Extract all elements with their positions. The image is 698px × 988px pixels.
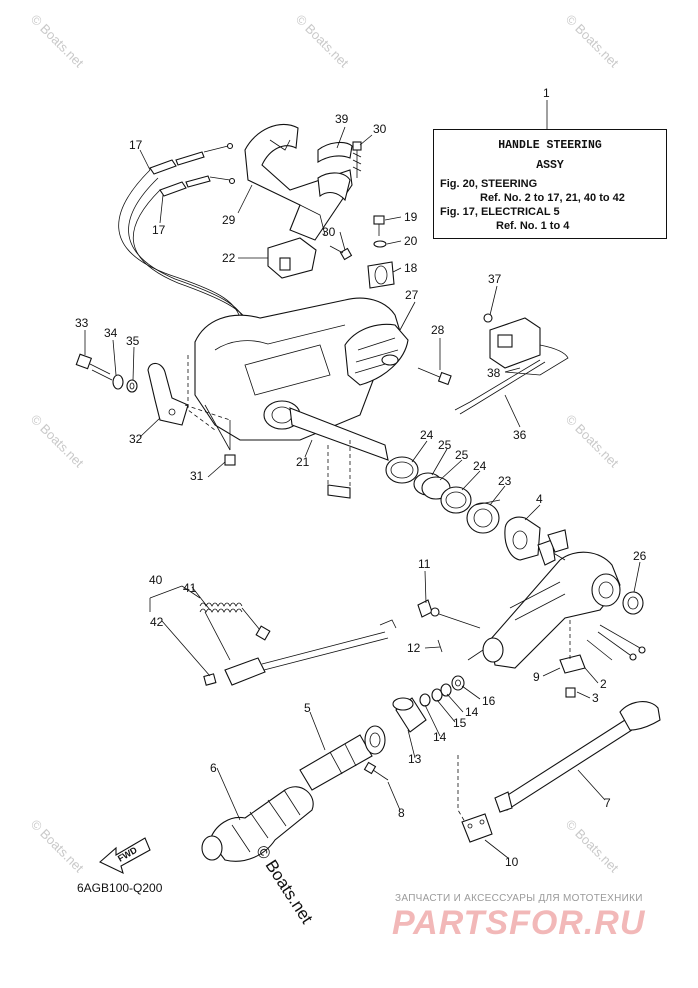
part-42-clip: [203, 673, 217, 686]
callout-33: 33: [75, 316, 89, 330]
callout-8: 8: [398, 806, 405, 820]
part-33-34-35: [75, 353, 138, 393]
watermark-text: © Boats.net: [563, 817, 622, 876]
callout-31: 31: [190, 469, 204, 483]
callout-28: 28: [431, 323, 445, 337]
watermark-text: © Boats.net: [28, 12, 87, 71]
watermark-text: © Boats.net: [28, 817, 87, 876]
info-title: HANDLE STEERING: [498, 139, 602, 152]
callout-29: 29: [222, 213, 236, 227]
reference-info-box: HANDLE STEERING ASSY Fig. 20, STEERING R…: [433, 129, 667, 239]
part-40-bracket-lines: [149, 585, 201, 612]
part-7-rod: [494, 701, 661, 813]
callout-2: 2: [600, 677, 607, 691]
callout-19: 19: [404, 210, 418, 224]
callout-16: 16: [482, 694, 496, 708]
callout-36: 36: [513, 428, 527, 442]
callout-20: 20: [404, 234, 418, 248]
info-line-1: Fig. 20, STEERING: [440, 178, 538, 190]
fwd-arrow-icon: FWD: [99, 837, 151, 875]
callout-24: 24: [473, 459, 487, 473]
diagram-code: 6AGB100-Q200: [77, 881, 163, 895]
callout-15: 15: [453, 716, 467, 730]
callout-10: 10: [505, 855, 519, 869]
part-29-bracket: [244, 123, 353, 241]
callout-25: 25: [438, 438, 452, 452]
part-17-cables: [118, 142, 251, 327]
callout-24: 24: [420, 428, 434, 442]
callout-4: 4: [536, 492, 543, 506]
callout-42: 42: [150, 615, 164, 629]
callout-30: 30: [322, 225, 336, 239]
callout-34: 34: [104, 326, 118, 340]
info-subtitle: ASSY: [536, 159, 564, 172]
callout-numbers: 1 17 17 29 39 30 22 30 19 20 18 27 28 37…: [75, 86, 647, 869]
part-31-bolt: [224, 420, 236, 466]
part-41-lanyard: [199, 602, 271, 661]
part-24-25-rings: [385, 456, 472, 514]
part-13-16-washers: [392, 675, 465, 733]
callout-32: 32: [129, 432, 143, 446]
part-22-clamp: [267, 237, 317, 279]
watermark-text: © Boats.net: [563, 12, 622, 71]
callout-6: 6: [210, 761, 217, 775]
callout-7: 7: [604, 796, 611, 810]
callout-39: 39: [335, 112, 349, 126]
callout-41: 41: [183, 581, 197, 595]
part-26-bushing: [622, 591, 644, 615]
info-line-3: Fig. 17, ELECTRICAL 5: [440, 206, 560, 218]
callout-25: 25: [455, 448, 469, 462]
leader-lines: [84, 100, 641, 859]
brand-logo: PARTSFOR.RU: [392, 904, 646, 942]
callout-22: 22: [222, 251, 236, 265]
callout-12: 12: [407, 641, 421, 655]
part-21-bracket-body: [187, 297, 403, 499]
part-10-clip: [457, 755, 493, 843]
info-line-4: Ref. No. 1 to 4: [496, 220, 570, 232]
watermark-text: © Boats.net: [28, 412, 87, 471]
part-27-cover: [344, 323, 409, 386]
part-40-stop-switch: [224, 619, 397, 686]
callout-14: 14: [465, 705, 479, 719]
watermark-text: © Boats.net: [293, 12, 352, 71]
callout-9: 9: [533, 670, 540, 684]
part-4-bushing: [504, 516, 541, 561]
callout-11: 11: [418, 557, 431, 571]
callout-3: 3: [592, 691, 599, 705]
brand-subtitle: ЗАПЧАСТИ И АКСЕССУАРЫ ДЛЯ МОТОТЕХНИКИ: [395, 893, 643, 904]
part-30-bolts: [329, 141, 362, 261]
callout-14: 14: [433, 730, 447, 744]
callout-1: 1: [543, 86, 550, 100]
part-2-cable-ends: [586, 624, 646, 661]
part-2-steering-arm: [467, 529, 621, 669]
callout-37: 37: [488, 272, 502, 286]
watermark-text: © Boats.net: [563, 412, 622, 471]
part-6-grip: [201, 786, 314, 862]
callout-18: 18: [404, 261, 418, 275]
part-5-shaft: [299, 725, 386, 791]
callout-30: 30: [373, 122, 387, 136]
callout-27: 27: [405, 288, 419, 302]
part-39-plate: [317, 141, 353, 163]
part-11-knob: [417, 599, 481, 653]
part-28-bolt: [417, 367, 452, 386]
callout-26: 26: [633, 549, 647, 563]
callout-5: 5: [304, 701, 311, 715]
callout-40: 40: [149, 573, 163, 587]
callout-21: 21: [296, 455, 310, 469]
part-8-screw: [363, 761, 389, 781]
callout-38: 38: [487, 366, 501, 380]
part-23-bushing: [466, 499, 501, 534]
part-32-lever: [147, 362, 231, 426]
callout-17: 17: [152, 223, 166, 237]
callout-35: 35: [126, 334, 140, 348]
callout-23: 23: [498, 474, 512, 488]
callout-17: 17: [129, 138, 143, 152]
part-37-switch: [454, 313, 569, 415]
part-19-20-18: [367, 215, 395, 289]
part-9-plate: [559, 620, 586, 698]
callout-13: 13: [408, 752, 422, 766]
info-line-2: Ref. No. 2 to 17, 21, 40 to 42: [480, 192, 625, 204]
